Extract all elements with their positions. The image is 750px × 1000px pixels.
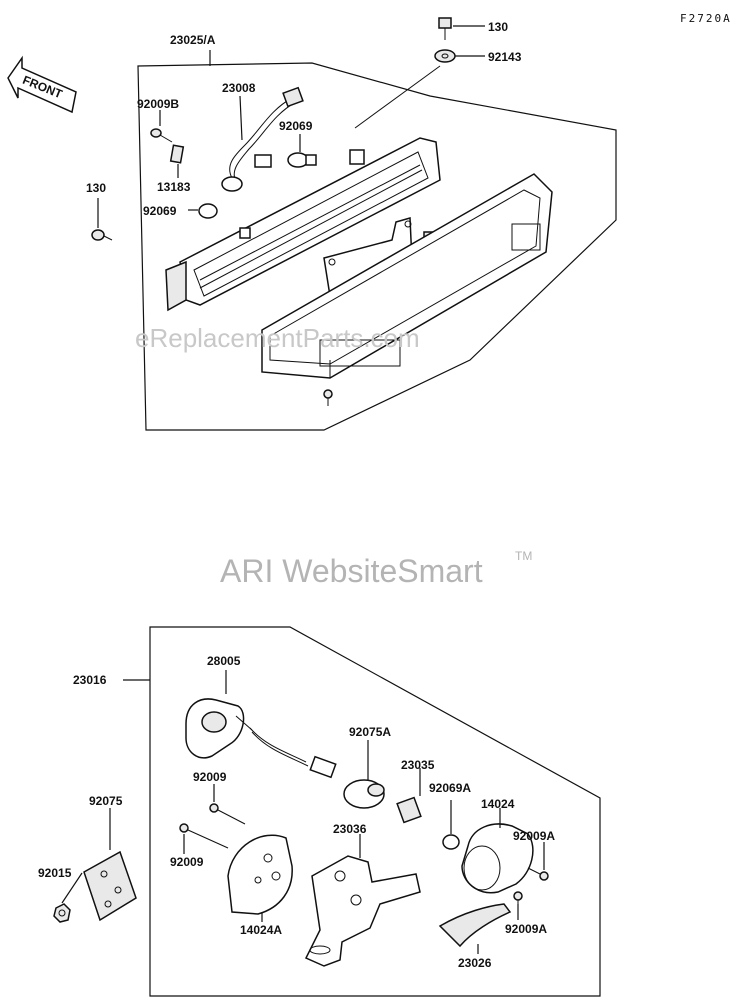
label-92009B: 92009B <box>137 97 179 111</box>
tail-light-housing <box>165 137 441 312</box>
label-92069A: 92069A <box>429 781 471 795</box>
nut-92015 <box>53 903 71 923</box>
figure-code: F2720A <box>680 12 732 25</box>
label-23025A: 23025/A <box>170 33 216 47</box>
label-92015: 92015 <box>38 866 72 880</box>
bottom-assembly-frame <box>149 626 601 997</box>
lens-14024 <box>461 823 534 894</box>
label-92143: 92143 <box>488 50 522 64</box>
top-assembly-frame <box>137 62 617 431</box>
label-130-top: 130 <box>488 20 508 34</box>
label-28005: 28005 <box>207 654 241 668</box>
label-92009-lower: 92009 <box>170 855 204 869</box>
socket-92075A <box>343 779 385 809</box>
plate-92075 <box>83 850 137 922</box>
bolt-130-top <box>438 17 452 40</box>
clip-23035 <box>396 796 422 824</box>
label-92069-a: 92069 <box>279 119 313 133</box>
screw-92009-lower <box>179 823 229 849</box>
bulb-92069A <box>442 834 460 850</box>
wiring-bottom <box>249 727 337 779</box>
label-23035: 23035 <box>401 758 435 772</box>
watermark-site: eReplacementParts.com <box>135 323 420 353</box>
screw-lens <box>323 389 333 406</box>
grommet-13183 <box>169 144 185 164</box>
screw-92009B <box>150 128 173 143</box>
label-92075: 92075 <box>89 794 123 808</box>
tail-light-lens <box>261 173 553 379</box>
label-92009-upper: 92009 <box>193 770 227 784</box>
bottom-assembly: 23016 28005 92075A 92009 <box>38 626 601 997</box>
label-92075A: 92075A <box>349 725 391 739</box>
label-23016: 23016 <box>73 673 107 687</box>
bracket-23036 <box>304 855 421 967</box>
wiring-harness-23008 <box>221 86 304 192</box>
top-assembly: 23025/A 130 92143 <box>86 17 617 431</box>
label-92009A-right: 92009A <box>513 829 555 843</box>
watermark-trademark: TM <box>515 549 532 563</box>
label-92009A-lower: 92009A <box>505 922 547 936</box>
washer-92143 <box>434 49 456 63</box>
screw-92009A-right <box>527 867 549 881</box>
label-23036: 23036 <box>333 822 367 836</box>
label-23026: 23026 <box>458 956 492 970</box>
label-130-left: 130 <box>86 181 106 195</box>
cover-23026 <box>438 903 512 948</box>
housing-28005 <box>185 698 253 759</box>
watermark-brand: ARI WebsiteSmart <box>220 553 483 589</box>
bulb-92069-b <box>198 203 218 219</box>
label-13183: 13183 <box>157 180 191 194</box>
label-92069-b: 92069 <box>143 204 177 218</box>
bulb-92069-a <box>287 152 317 168</box>
front-arrow-icon: FRONT <box>7 55 77 114</box>
light-body-14024A <box>227 834 293 915</box>
bolt-130-left <box>91 229 113 241</box>
label-23008: 23008 <box>222 81 256 95</box>
label-14024: 14024 <box>481 797 515 811</box>
label-14024A: 14024A <box>240 923 282 937</box>
screw-92009-upper <box>209 803 246 825</box>
